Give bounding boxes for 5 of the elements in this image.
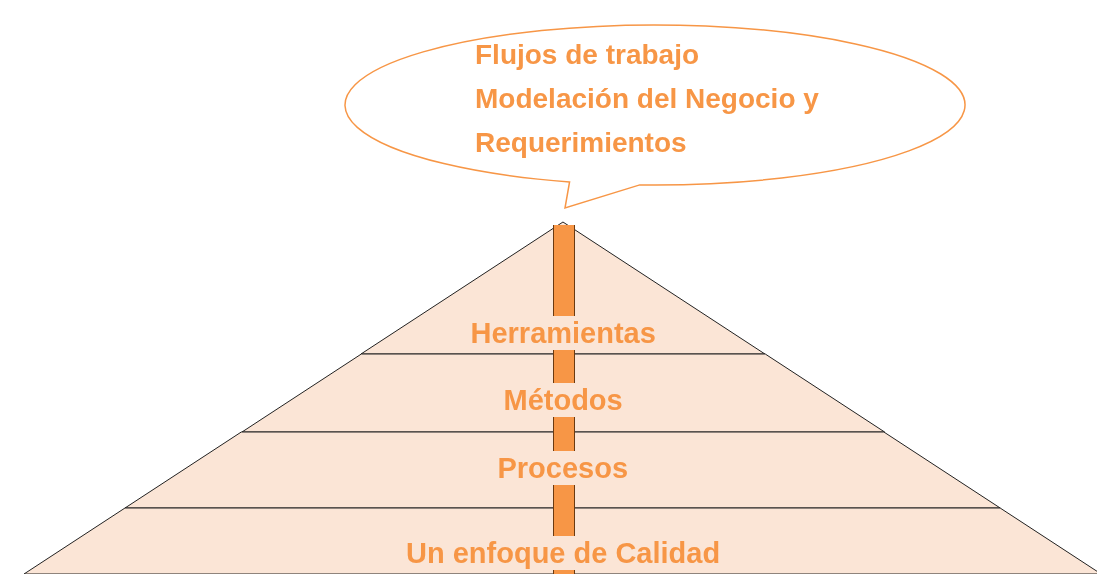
bubble-text: Flujos de trabajo Modelación del Negocio y Requerimientos [475, 38, 820, 160]
pyramid-layer [361, 222, 765, 354]
pyramid-layer [241, 354, 885, 432]
pyramid-layer [125, 432, 1001, 508]
pyramid-layer [24, 508, 1097, 574]
